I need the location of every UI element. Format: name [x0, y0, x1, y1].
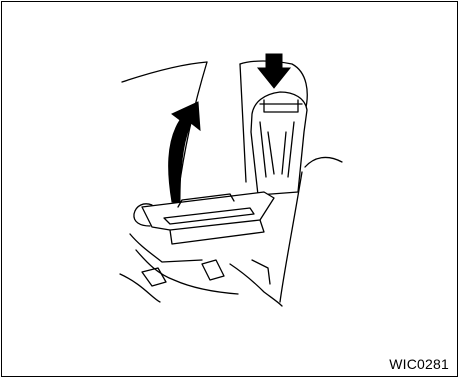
floor-curve: [120, 274, 160, 302]
cupholder-right: [202, 260, 224, 280]
down-arrow-icon: [258, 54, 290, 88]
lower-console-line: [130, 234, 202, 262]
console-box-top: [142, 192, 274, 230]
seat-cushion-curve: [305, 157, 342, 167]
figure-code: WIC0281: [389, 356, 449, 372]
seat-edge-line: [122, 62, 207, 82]
curved-up-arrow-icon: [169, 102, 200, 202]
console-detail: [252, 260, 270, 284]
seatback-side: [240, 64, 246, 182]
cupholder-left: [142, 268, 166, 286]
console-front-edge: [230, 264, 282, 306]
